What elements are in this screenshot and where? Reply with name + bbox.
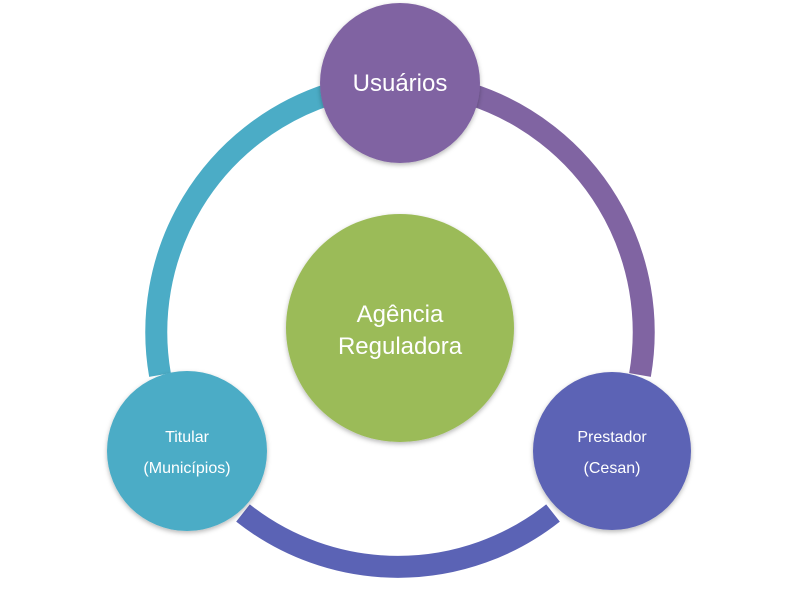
node-prestador: Prestador (Cesan)	[533, 372, 691, 530]
node-usuarios-circle	[320, 3, 480, 163]
arc-usuarios-to-prestador	[466, 83, 655, 377]
center-node-label-line-1: Agência	[357, 301, 444, 328]
node-titular: Titular (Municípios)	[107, 371, 267, 531]
arc-prestador-to-titular	[236, 504, 560, 578]
center-node-agencia-reguladora: Agência Reguladora	[286, 214, 514, 442]
node-prestador-circle	[533, 372, 691, 530]
node-titular-label-line-1: Titular	[165, 429, 210, 446]
node-titular-label-line-2: (Municípios)	[143, 460, 230, 477]
node-prestador-label-line-2: (Cesan)	[584, 460, 641, 477]
node-usuarios: Usuários	[320, 3, 480, 163]
arc-titular-to-usuarios	[145, 83, 334, 377]
node-usuarios-label: Usuários	[353, 70, 448, 97]
node-titular-circle	[107, 371, 267, 531]
center-node-circle	[286, 214, 514, 442]
node-prestador-label-line-1: Prestador	[577, 429, 647, 446]
center-node-label-line-2: Reguladora	[338, 333, 463, 360]
